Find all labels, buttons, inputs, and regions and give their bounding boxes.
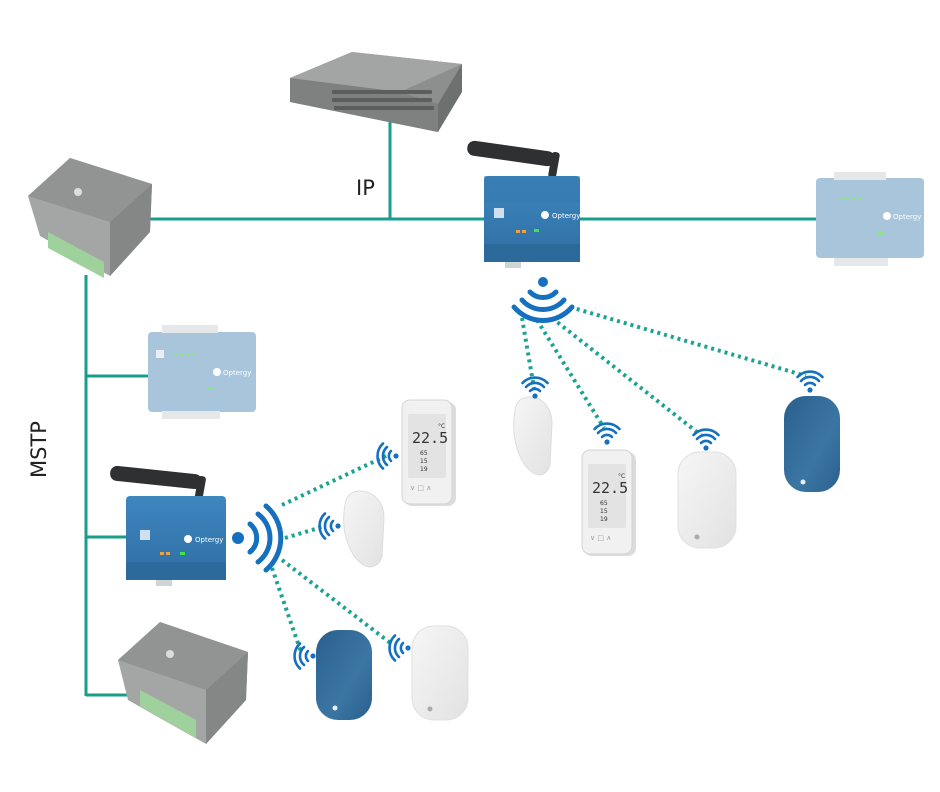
thermostat-unit: °C xyxy=(618,473,625,480)
qr-code xyxy=(140,530,150,540)
wifi-signal-icon xyxy=(796,370,824,394)
brand-logo-icon xyxy=(427,706,433,712)
brand-name: Optergy xyxy=(893,213,921,221)
wall-sensor-white-1[interactable] xyxy=(411,625,469,721)
brand-name: Optergy xyxy=(195,536,223,544)
status-led xyxy=(180,552,185,555)
ip-network-label: IP xyxy=(356,176,375,200)
wireless-link xyxy=(535,318,606,430)
brand-logo-icon xyxy=(213,368,221,376)
wifi-signal-icon xyxy=(376,442,400,470)
wifi-signal-icon xyxy=(692,428,720,452)
wall-sensor-side-1[interactable] xyxy=(343,490,385,568)
thermostat-1[interactable]: 22.5 °C 65 15 19 ∨ □ ∧ xyxy=(401,399,456,506)
network-switch[interactable] xyxy=(290,52,462,132)
terminal-block xyxy=(48,232,104,278)
thermostat-temp: 22.5 xyxy=(412,429,448,447)
brand-logo-icon xyxy=(883,212,891,220)
brand-logo-icon xyxy=(184,535,192,543)
wifi-broadcast-icon xyxy=(232,503,284,573)
terminal-block xyxy=(140,690,196,738)
thermostat-line3: 19 xyxy=(600,516,608,523)
thermostat-line3: 19 xyxy=(420,466,428,473)
wifi-signal-icon xyxy=(293,642,317,670)
wireless-link xyxy=(270,567,303,653)
thermostat-buttons: ∨ □ ∧ xyxy=(410,484,431,492)
qr-code xyxy=(494,208,504,218)
brand-logo-icon xyxy=(800,479,806,485)
thermostat-humidity: 65 xyxy=(420,450,428,457)
wireless-link xyxy=(284,525,323,540)
brand-logo-icon xyxy=(541,211,549,219)
wifi-signal-icon xyxy=(593,422,621,446)
brand-name: Optergy xyxy=(223,369,251,377)
thermostat-line2: 15 xyxy=(600,508,608,515)
controller-plc-bottom-left[interactable] xyxy=(118,622,248,744)
wireless-link xyxy=(280,558,395,647)
wall-sensor-dark-1[interactable] xyxy=(316,630,372,720)
status-led xyxy=(534,229,539,232)
qr-code xyxy=(156,350,164,358)
wireless-link xyxy=(550,316,704,438)
antenna xyxy=(467,140,555,167)
mstp-network-label: MSTP xyxy=(27,421,51,478)
wireless-link xyxy=(281,453,389,507)
brand-logo-icon xyxy=(332,705,338,711)
thermostat-humidity: 65 xyxy=(600,500,608,507)
wall-sensor-side-2[interactable] xyxy=(513,396,553,476)
wifi-broadcast-icon xyxy=(511,277,575,323)
wall-sensor-dark-2[interactable] xyxy=(784,396,840,492)
brand-logo-icon xyxy=(166,650,174,658)
wifi-signal-icon xyxy=(521,376,549,400)
wireless-link xyxy=(520,317,536,389)
switch-ports xyxy=(332,90,434,110)
wireless-link xyxy=(569,305,807,378)
controller-mid-left[interactable]: Optergy xyxy=(148,325,256,419)
thermostat-line2: 15 xyxy=(420,458,428,465)
controller-plc-top-left[interactable] xyxy=(28,158,152,278)
controller-top-right[interactable]: Optergy xyxy=(816,172,924,266)
brand-logo-icon xyxy=(74,188,82,196)
antenna-base xyxy=(548,151,560,179)
antenna xyxy=(110,465,202,490)
brand-name: Optergy xyxy=(552,212,580,220)
wireless-links xyxy=(270,305,807,653)
wifi-signal-icon xyxy=(318,512,342,540)
wall-sensor-white-2[interactable] xyxy=(677,451,737,549)
brand-logo-icon xyxy=(694,534,700,540)
thermostat-temp: 22.5 xyxy=(592,479,628,497)
thermostat-buttons: ∨ □ ∧ xyxy=(590,534,611,542)
wireless-gateway-top[interactable]: Optergy xyxy=(466,140,580,268)
status-led xyxy=(208,387,214,390)
thermostat-unit: °C xyxy=(438,423,445,430)
status-led xyxy=(877,232,883,235)
wifi-signal-icon xyxy=(388,634,412,662)
wireless-gateway-bottom[interactable]: Optergy xyxy=(109,465,226,586)
thermostat-2[interactable]: 22.5 °C 65 15 19 ∨ □ ∧ xyxy=(581,449,636,556)
